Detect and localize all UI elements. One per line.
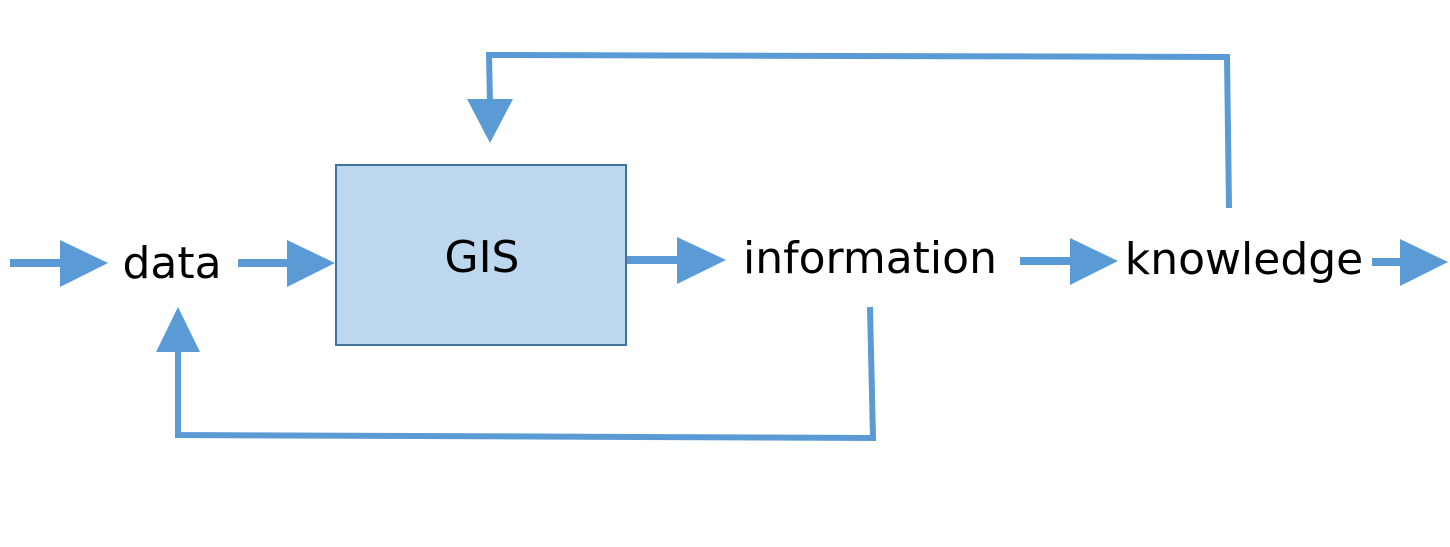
knowledge-label: knowledge — [1125, 234, 1364, 285]
arrow-knowledge-output — [1372, 239, 1448, 286]
feedback-arrow-knowledge-to-gis — [467, 51, 1232, 209]
gis-box — [335, 164, 627, 346]
information-label: information — [743, 233, 997, 284]
arrow-input-to-data — [10, 240, 108, 287]
data-label: data — [122, 238, 221, 289]
arrow-information-to-knowledge — [1020, 238, 1118, 285]
gis-label: GIS — [444, 232, 519, 283]
feedback-arrow-information-to-data — [156, 306, 877, 442]
arrow-gis-to-information — [627, 237, 726, 284]
arrow-data-to-gis — [238, 240, 335, 287]
